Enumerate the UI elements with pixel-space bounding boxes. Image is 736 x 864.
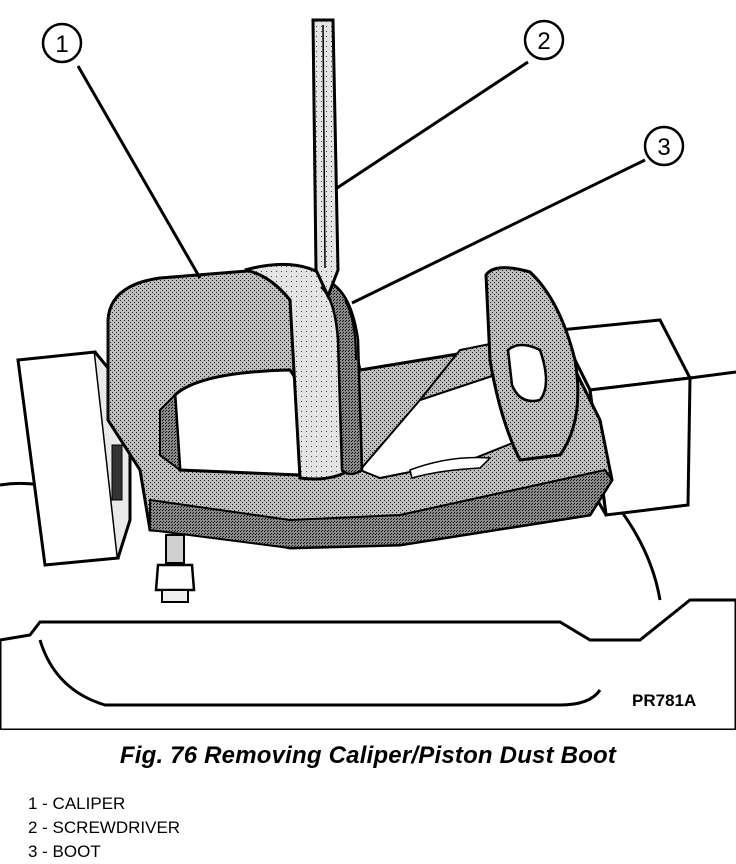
figure-code: PR781A xyxy=(632,691,696,710)
legend-item-caliper: 1 - CALIPER xyxy=(28,794,126,813)
caliper-mounting-ear xyxy=(484,266,580,462)
svg-text:1: 1 xyxy=(55,31,68,58)
legend-item-screwdriver: 2 - SCREWDRIVER xyxy=(28,818,181,837)
legend-item-boot: 3 - BOOT xyxy=(28,842,101,861)
svg-text:3: 3 xyxy=(657,134,670,161)
leader-lines xyxy=(76,60,646,305)
callout-1: 1 xyxy=(41,22,83,64)
dust-boot xyxy=(320,280,364,476)
bleeder-screw xyxy=(154,534,196,603)
caliper-illustration: 1 2 3 PR781A xyxy=(0,18,736,730)
vise-base xyxy=(0,481,736,730)
callout-2: 2 xyxy=(523,19,565,61)
svg-text:2: 2 xyxy=(537,28,550,55)
figure-caption: Fig. 76 Removing Caliper/Piston Dust Boo… xyxy=(119,742,617,769)
screwdriver xyxy=(311,18,340,300)
callout-3: 3 xyxy=(643,125,685,167)
legend: 1 - CALIPER 2 - SCREWDRIVER 3 - BOOT xyxy=(28,792,180,864)
